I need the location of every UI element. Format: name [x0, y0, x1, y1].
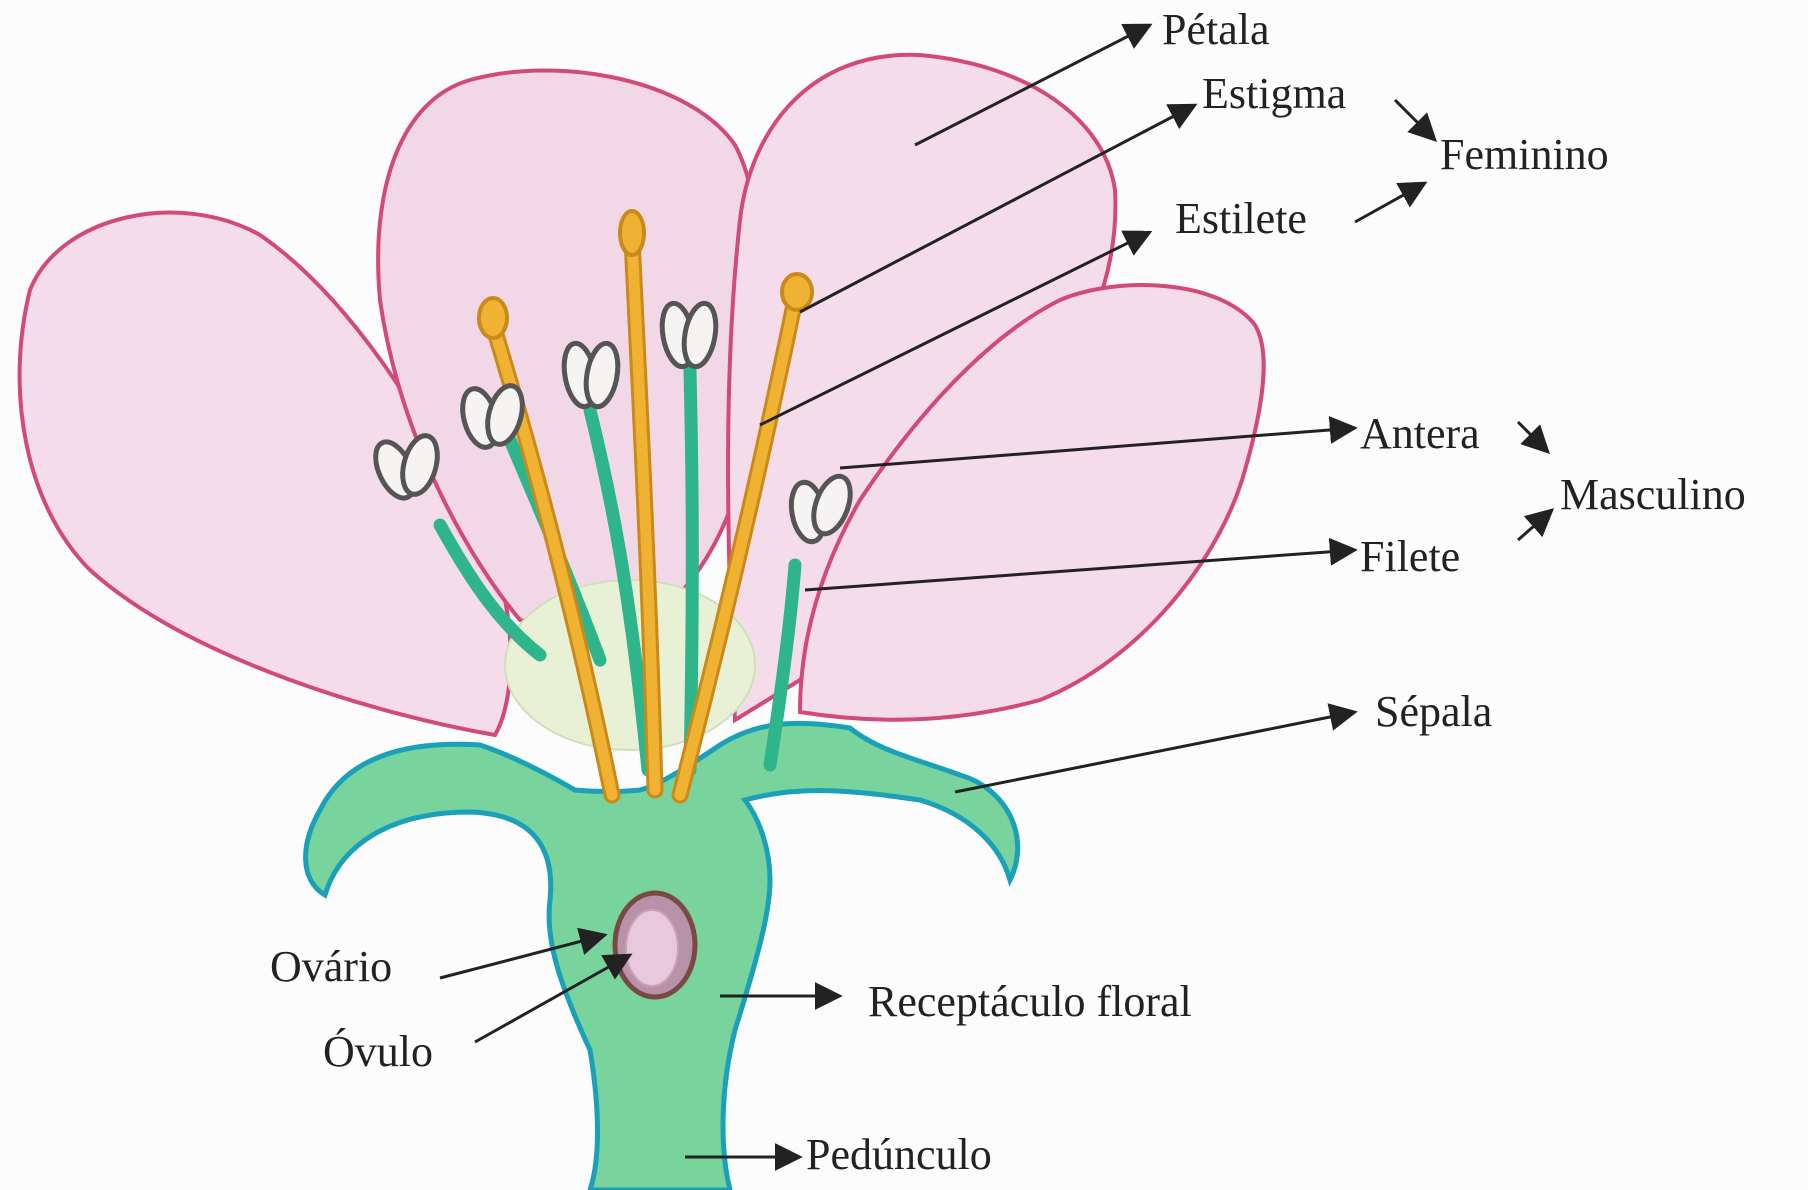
label-receptaculo: Receptáculo floral — [868, 980, 1192, 1024]
label-petala: Pétala — [1162, 8, 1270, 52]
stigma-3 — [782, 274, 812, 310]
label-filete: Filete — [1360, 535, 1460, 579]
label-ovulo: Óvulo — [323, 1030, 433, 1074]
label-pedunculo: Pedúnculo — [806, 1133, 992, 1177]
label-sepala: Sépala — [1375, 690, 1492, 734]
label-ovario: Ovário — [270, 945, 392, 989]
stigma-2 — [620, 211, 644, 255]
label-estilete: Estilete — [1175, 197, 1307, 241]
arrow-filete-masculino — [1518, 510, 1552, 540]
label-antera: Antera — [1360, 412, 1480, 456]
filament-4 — [690, 370, 692, 770]
ovary — [615, 893, 695, 997]
label-estigma: Estigma — [1202, 72, 1346, 116]
ovule — [626, 910, 678, 986]
stigma-1 — [479, 298, 507, 338]
arrow-sepala — [955, 712, 1355, 792]
label-masculino: Masculino — [1560, 473, 1746, 517]
arrow-estigma-feminino — [1395, 100, 1435, 140]
arrow-antera-masculino — [1518, 422, 1548, 452]
arrow-estilete-feminino — [1355, 183, 1425, 222]
label-feminino: Feminino — [1440, 133, 1609, 177]
